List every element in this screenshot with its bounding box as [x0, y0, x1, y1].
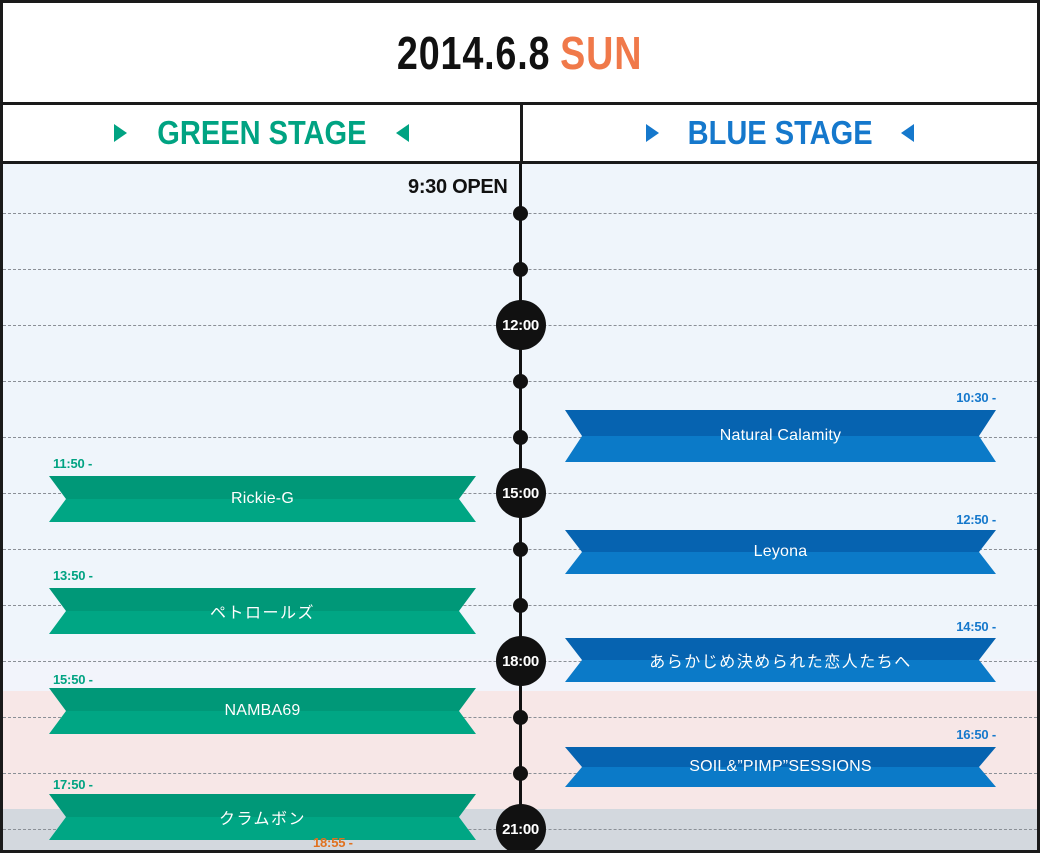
event-start-time: 10:30 - — [956, 390, 996, 405]
arrow-left-icon — [901, 124, 915, 142]
axis-major-mark: 12:00 — [495, 300, 546, 350]
axis-hour-mark — [513, 205, 528, 221]
axis-hour-mark — [513, 373, 528, 389]
ribbon-bottom — [49, 499, 476, 522]
event-start-time: 14:50 - — [956, 619, 996, 634]
event-start-time: 15:50 - — [53, 672, 93, 687]
ribbon-top — [565, 638, 996, 660]
time-axis: 12:00 15:00 18:00 21:00 — [3, 164, 1037, 850]
ribbon-top — [49, 794, 476, 817]
axis-major-mark: 21:00 — [495, 804, 546, 850]
event-start-time: 12:50 - — [956, 512, 996, 527]
ribbon-shape — [49, 476, 476, 522]
event-start-time: 13:50 - — [53, 568, 93, 583]
ribbon-bottom — [565, 552, 996, 574]
axis-hour-mark — [513, 597, 528, 613]
festival-date: 2014.6.8 — [397, 26, 551, 79]
stage-header-bar: GREEN STAGE BLUE STAGE — [3, 105, 1037, 164]
stage-label-green: GREEN STAGE — [156, 114, 367, 151]
ribbon-bottom — [565, 436, 996, 462]
axis-major-mark: 15:00 — [495, 468, 546, 518]
ribbon-shape — [565, 747, 996, 787]
ribbon-shape — [49, 794, 476, 840]
ribbon-bottom — [49, 817, 476, 840]
ribbon-bottom — [565, 660, 996, 682]
ribbon-bottom — [49, 611, 476, 634]
ribbon-shape — [565, 410, 996, 462]
ribbon-top — [565, 530, 996, 552]
event-block-green[interactable]: NAMBA69 — [49, 688, 476, 734]
ribbon-bottom — [565, 767, 996, 787]
ribbon-shape — [49, 588, 476, 634]
arrow-left-icon — [396, 124, 410, 142]
ribbon-top — [49, 588, 476, 611]
arrow-right-icon — [113, 124, 127, 142]
stage-label-blue: BLUE STAGE — [687, 114, 873, 151]
axis-major-mark: 18:00 — [495, 636, 546, 686]
ribbon-top — [49, 476, 476, 499]
axis-hour-mark — [513, 541, 528, 557]
stage-header-green[interactable]: GREEN STAGE — [3, 105, 520, 161]
ribbon-top — [565, 410, 996, 436]
festival-day: SUN — [560, 26, 643, 79]
ribbon-top — [49, 688, 476, 711]
ribbon-shape — [565, 530, 996, 574]
axis-hour-mark — [513, 709, 528, 725]
arrow-right-icon — [645, 124, 659, 142]
axis-hour-mark — [513, 429, 528, 445]
event-start-time: 17:50 - — [53, 777, 93, 792]
event-start-time: 16:50 - — [956, 727, 996, 742]
open-time-label: 9:30 OPEN — [408, 176, 508, 198]
ribbon-shape — [565, 638, 996, 682]
event-start-time: 18:55 - — [313, 835, 353, 850]
ribbon-shape — [49, 688, 476, 734]
event-start-time: 11:50 - — [53, 456, 93, 471]
axis-hour-mark — [513, 261, 528, 277]
axis-hour-mark — [513, 765, 528, 781]
stage-header-blue[interactable]: BLUE STAGE — [520, 105, 1037, 161]
ribbon-bottom — [49, 711, 476, 734]
ribbon-top — [565, 747, 996, 767]
